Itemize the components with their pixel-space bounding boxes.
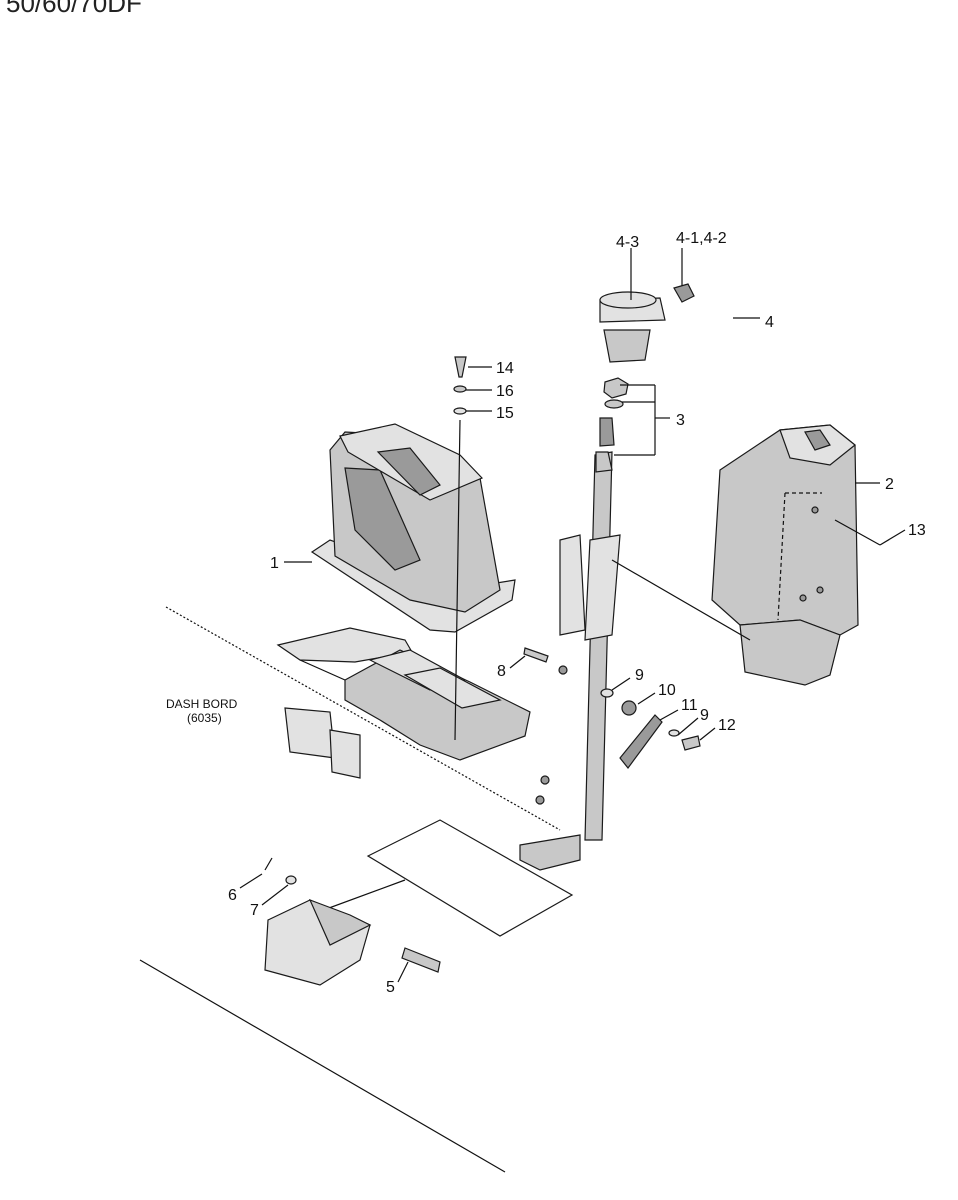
callout-1: 1 (270, 555, 279, 572)
leader-lines (239, 248, 906, 983)
callout-9a: 9 (635, 667, 644, 684)
steering-column (519, 417, 751, 871)
callout-6: 6 (228, 887, 237, 904)
small-hardware (453, 356, 467, 415)
callout-12: 12 (718, 717, 736, 734)
cover-shell (711, 424, 859, 686)
callout-8: 8 (497, 663, 506, 680)
nut-and-washer (603, 377, 629, 409)
column-lever-hardware (523, 647, 701, 769)
column-cover (310, 419, 516, 741)
callout-4-1-4-2: 4-1,4-2 (676, 230, 727, 247)
callout-4-3: 4-3 (616, 234, 639, 251)
dash-board-name: DASH BORD (166, 697, 238, 711)
callout-5: 5 (386, 979, 395, 996)
callout-7: 7 (250, 902, 259, 919)
callout-4: 4 (765, 314, 774, 331)
dash-board-code: (6035) (187, 711, 222, 725)
pedal-bracket (264, 857, 441, 986)
callout-14: 14 (496, 360, 514, 377)
callout-10: 10 (658, 682, 676, 699)
steering-wheel (531, 276, 735, 363)
callout-11: 11 (681, 697, 698, 714)
callout-16: 16 (496, 383, 514, 400)
callout-labels: 4-3 4-1,4-2 4 3 2 13 14 16 15 1 8 9 10 1… (166, 230, 926, 996)
callout-15: 15 (496, 405, 514, 422)
callout-9b: 9 (700, 707, 709, 724)
frame-lines (139, 606, 561, 1173)
callout-3: 3 (676, 412, 685, 429)
page-title: 50/60/70DF (6, 0, 142, 18)
callout-2: 2 (885, 476, 894, 493)
callout-13: 13 (908, 522, 926, 539)
dash-board-bracket (276, 627, 531, 779)
